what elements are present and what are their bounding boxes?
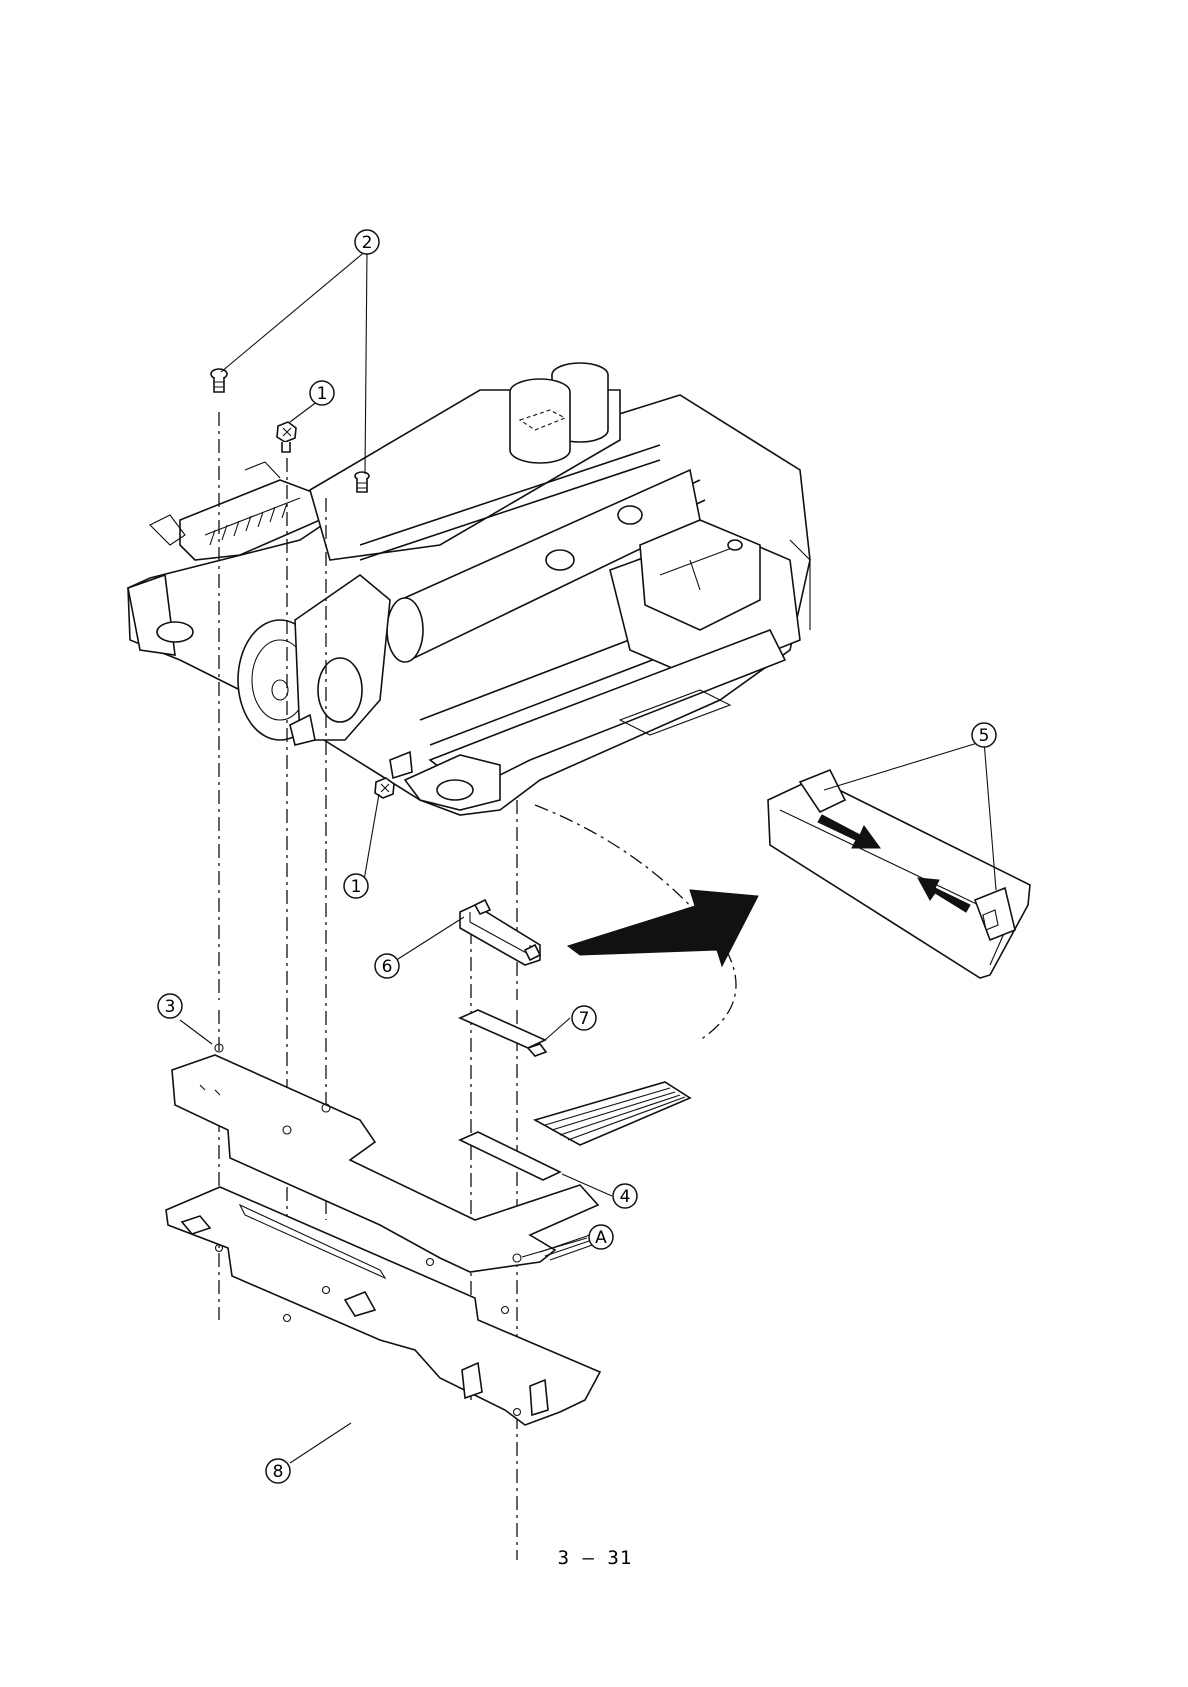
screw-bottom-center: [375, 778, 394, 798]
screw-top-right: [355, 472, 369, 492]
svg-text:8: 8: [273, 1462, 284, 1482]
svg-text:6: 6: [382, 957, 393, 977]
svg-text:4: 4: [620, 1187, 631, 1207]
svg-text:A: A: [595, 1228, 607, 1248]
svg-text:3: 3: [165, 997, 176, 1017]
svg-text:5: 5: [979, 726, 990, 746]
screw-top-left: [211, 369, 227, 392]
direction-arrow: [568, 890, 758, 966]
svg-text:1: 1: [317, 384, 328, 404]
callout-1-bottom: 1: [344, 874, 368, 898]
callout-7: 7: [572, 1006, 596, 1030]
part-4-plate: [460, 1132, 560, 1180]
svg-text:1: 1: [351, 877, 362, 897]
flat-cable: [535, 1082, 690, 1145]
screw-top-center: [277, 422, 296, 452]
callout-3: 3: [158, 994, 182, 1018]
callout-1-top: 1: [310, 381, 334, 405]
callout-8: 8: [266, 1459, 290, 1483]
part-6-clip: [460, 900, 540, 965]
callout-5: 5: [972, 723, 996, 747]
svg-text:2: 2: [362, 233, 373, 253]
callout-4: 4: [613, 1184, 637, 1208]
part-5-guide-detail: [768, 770, 1030, 978]
page-number: 3 – 31: [540, 1547, 650, 1569]
callout-A: A: [589, 1225, 613, 1249]
printer-mechanism: [128, 363, 810, 815]
part-7-plate: [460, 1010, 545, 1048]
svg-text:7: 7: [579, 1009, 590, 1029]
callout-6: 6: [375, 954, 399, 978]
callout-2: 2: [355, 230, 379, 254]
